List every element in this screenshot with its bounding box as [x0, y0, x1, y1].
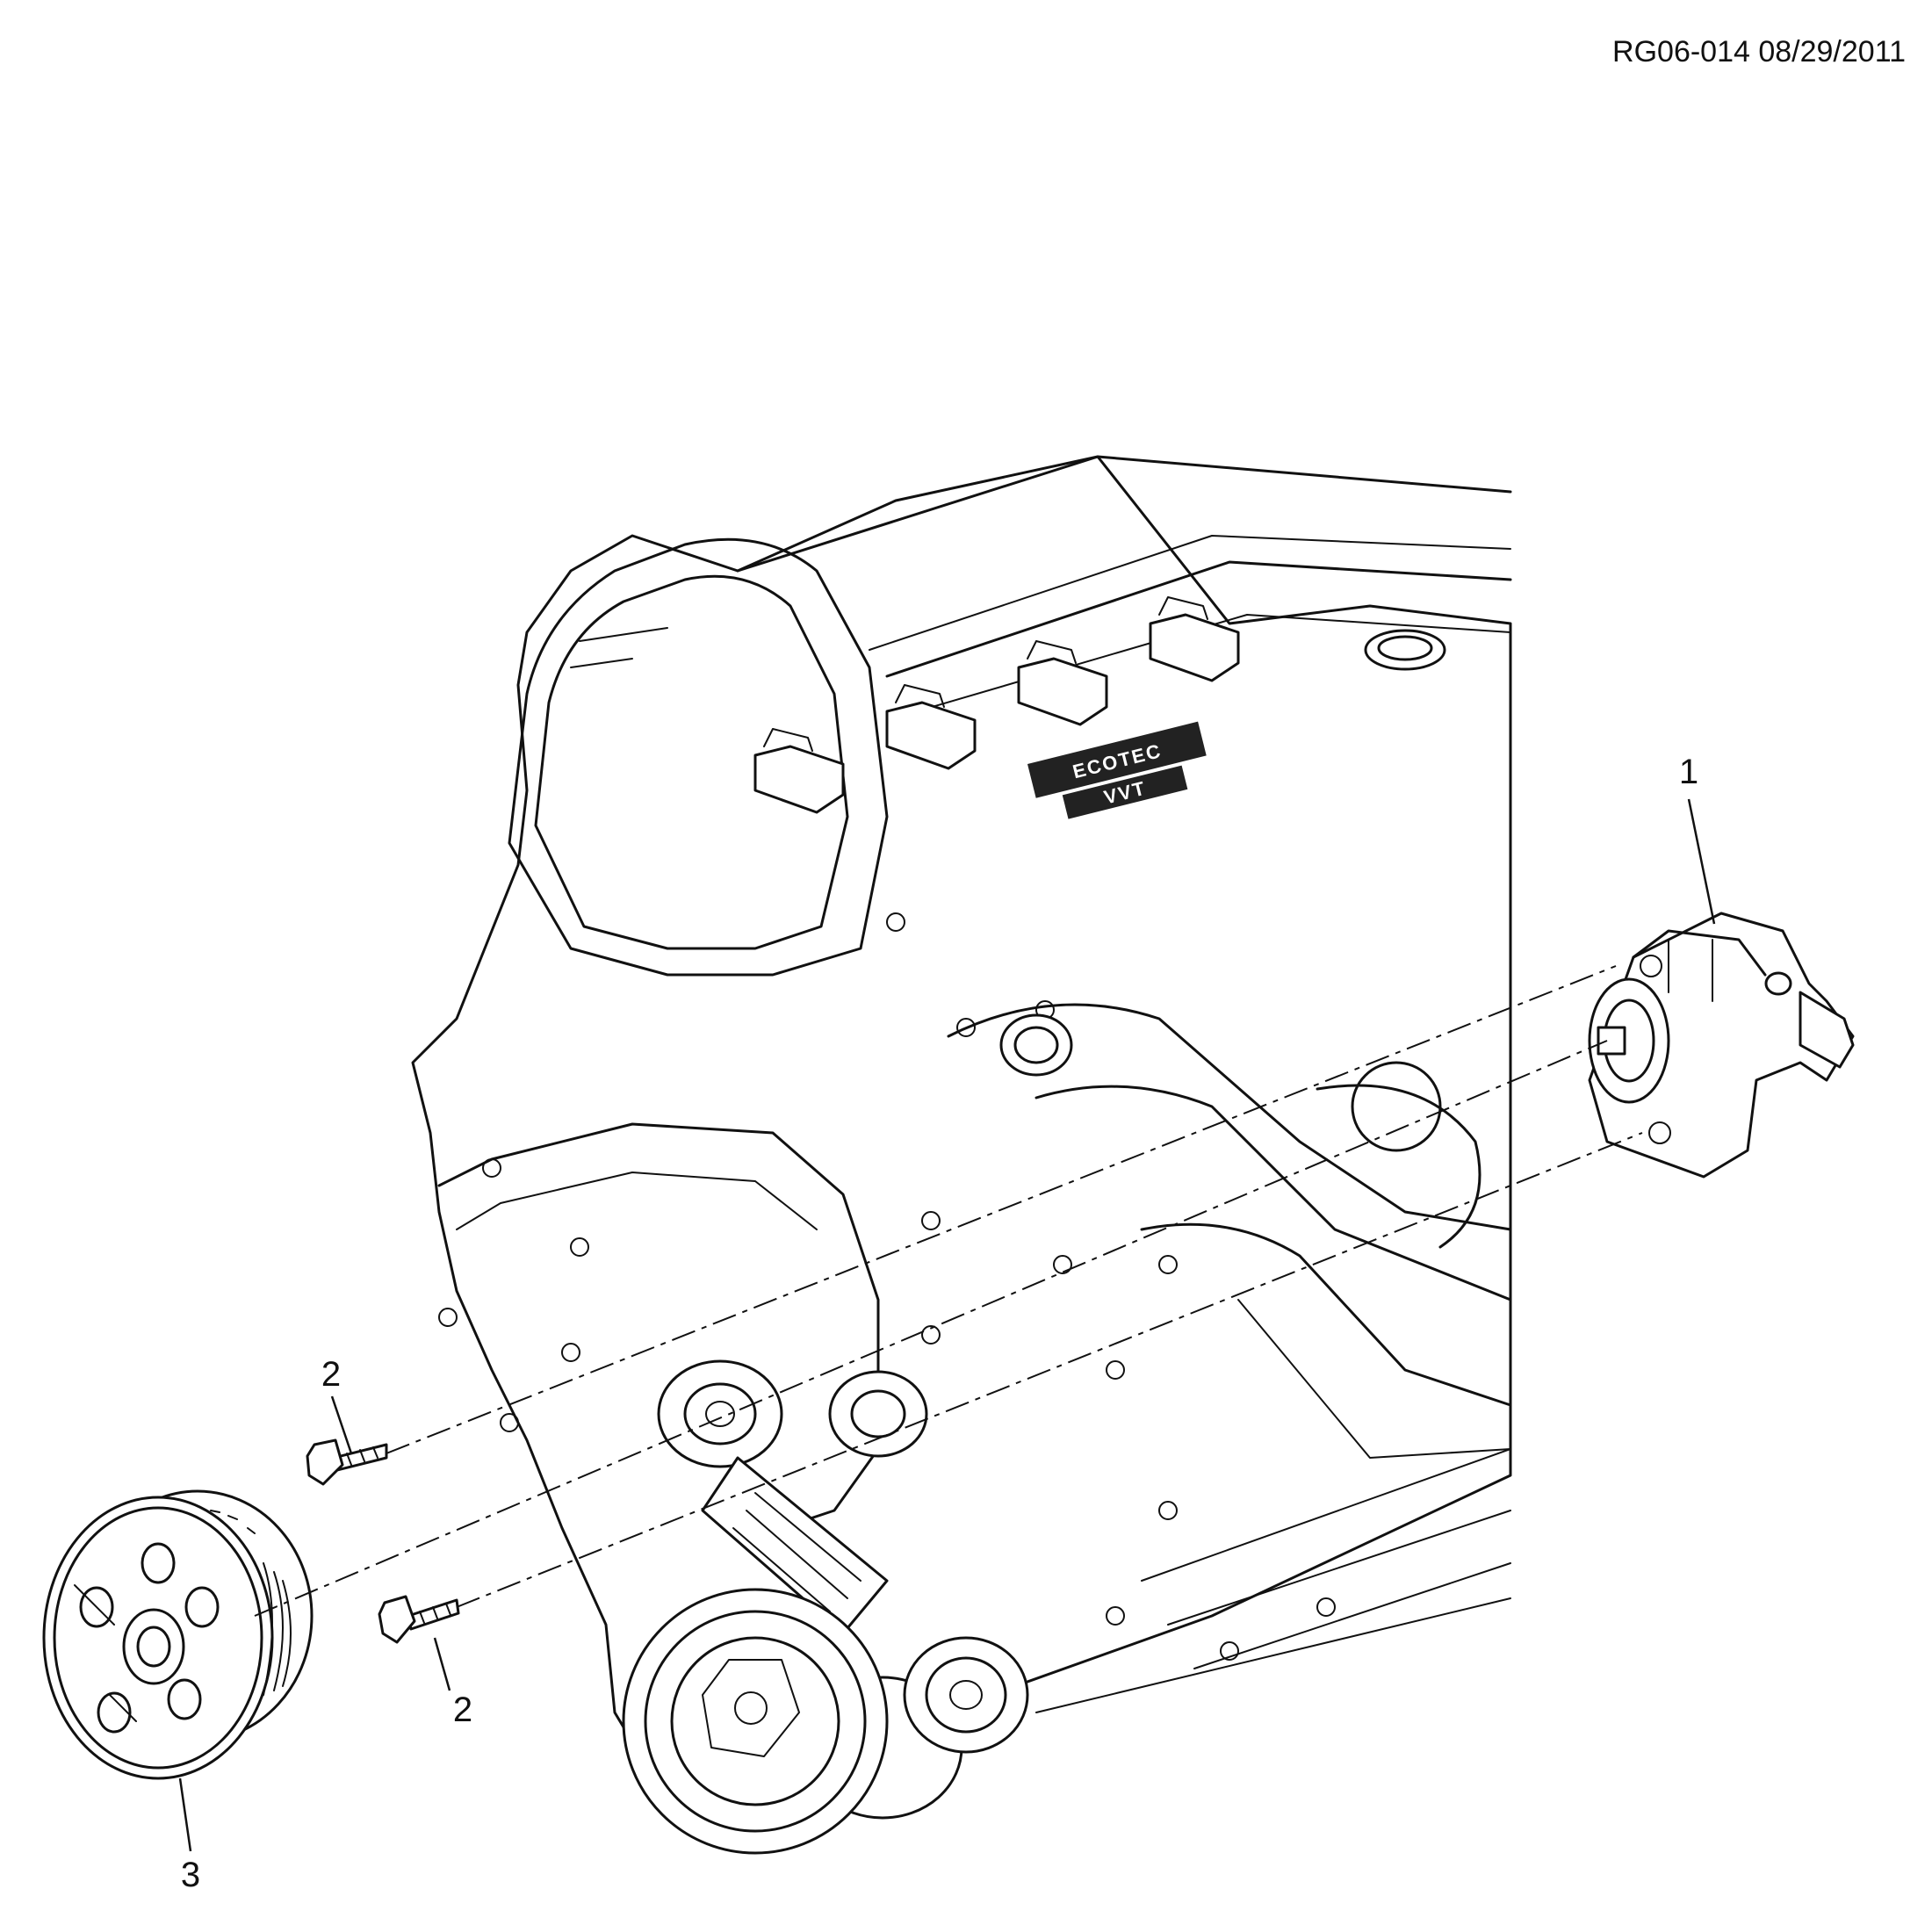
idler-pulley — [828, 1370, 928, 1458]
bolt-lower — [378, 1595, 460, 1644]
crankshaft-pulley — [622, 1588, 963, 1855]
callout-label-3: 3 — [181, 1856, 200, 1894]
callout-2-lower: 2 — [433, 1637, 472, 1729]
coolant-outlet-icon — [999, 1013, 1073, 1077]
callout-1: 1 — [1679, 753, 1716, 925]
belt-tensioner — [657, 1359, 889, 1635]
engine-bolt-heads — [438, 912, 1336, 1661]
engine-assembly: ECOTEC VVT — [411, 455, 1512, 1855]
callout-2-upper: 2 — [321, 1355, 353, 1454]
bolt-upper — [306, 1438, 388, 1486]
callout-label-2-upper: 2 — [321, 1355, 341, 1394]
power-steering-pump — [1588, 912, 1855, 1179]
callout-label-2-lower: 2 — [453, 1691, 472, 1729]
ignition-coils — [753, 596, 1240, 814]
accessory-pulley — [903, 1636, 1029, 1754]
diagram-reference-id: RG06-014 08/29/2011 — [1612, 35, 1906, 68]
callout-3: 3 — [178, 1777, 200, 1894]
callout-label-1: 1 — [1679, 753, 1698, 791]
alignment-centerlines — [254, 965, 1643, 1617]
power-steering-pulley — [42, 1489, 314, 1780]
